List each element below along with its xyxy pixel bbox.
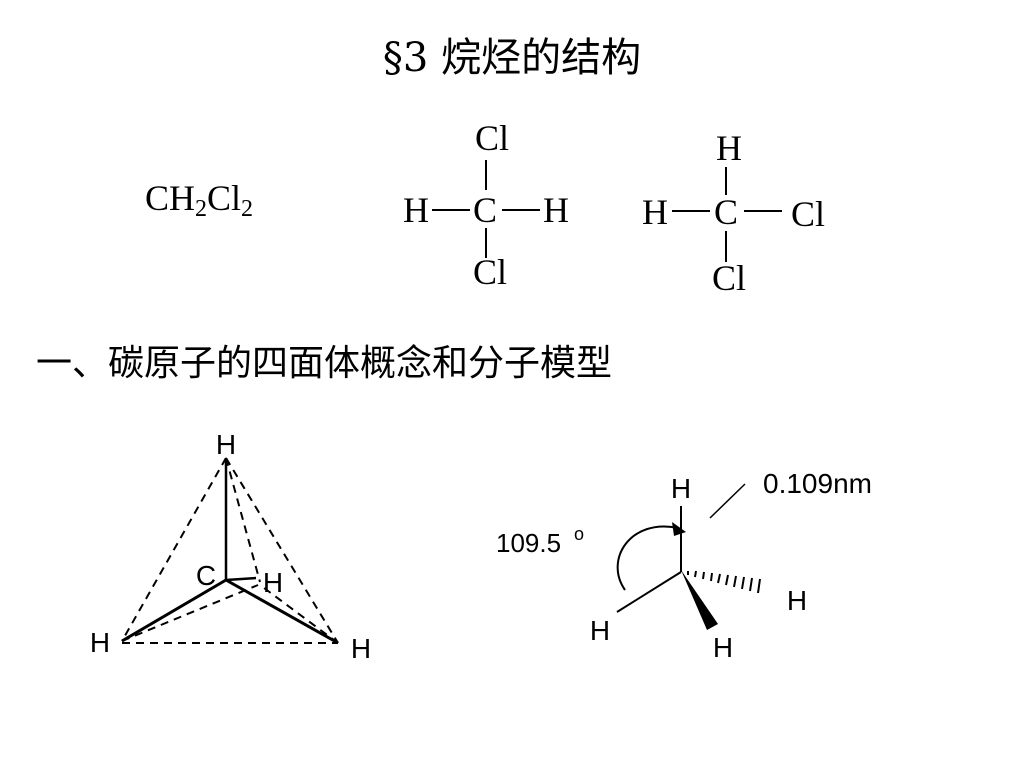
tetra-center-c: C	[196, 560, 216, 591]
tetra-top-h: H	[216, 429, 236, 460]
tetra-bond-back	[225, 576, 257, 582]
tetra-left-h: H	[90, 627, 110, 658]
wedge-hashed-h: H	[787, 585, 807, 616]
tetra-right-h: H	[351, 633, 371, 664]
tetra-edge-top-left	[121, 457, 227, 642]
tetra-edge-right-back	[259, 584, 339, 644]
bond-length-pointer	[709, 483, 746, 519]
wedge-top-h: H	[671, 473, 691, 504]
struct-b-bottom-cl: Cl	[712, 258, 746, 298]
tetra-bond-right	[225, 578, 339, 645]
molecular-formula: CH2Cl2	[145, 176, 253, 231]
formula-ch: CH	[145, 178, 196, 218]
page-title: §3 烷烃的结构	[382, 35, 642, 81]
wedge-bond-hashed	[687, 570, 761, 594]
wedge-bond-left	[616, 571, 682, 613]
tetra-bond-left	[121, 578, 227, 643]
structural-formula-b: H H C Cl Cl	[642, 128, 825, 298]
bond-angle-arc	[616, 525, 679, 591]
struct-b-center-c: C	[714, 192, 738, 232]
tetra-back-h: H	[263, 567, 283, 598]
wedge-model: 0.109nm 109.5 o H H H H	[496, 468, 872, 663]
tetra-edge-top-right	[225, 457, 339, 644]
bond-angle-value: 109.5	[496, 528, 561, 558]
struct-a-right-h: H	[543, 190, 569, 230]
tetra-edge-left-back	[121, 584, 259, 642]
structural-formula-a: Cl H C H Cl	[403, 118, 569, 292]
struct-b-right-cl: Cl	[791, 194, 825, 234]
struct-a-top-cl: Cl	[475, 118, 509, 158]
formula-sub-h: 2	[195, 196, 208, 222]
wedge-left-h: H	[590, 615, 610, 646]
section-heading: 一、碳原子的四面体概念和分子模型	[36, 343, 613, 384]
wedge-bond-solid	[681, 570, 718, 630]
formula-sub-cl: 2	[241, 196, 254, 222]
formula-cl: Cl	[207, 178, 242, 218]
struct-a-bottom-cl: Cl	[473, 252, 507, 292]
struct-a-left-h: H	[403, 190, 429, 230]
bond-angle-arrowhead	[672, 522, 686, 536]
bond-length-label: 0.109nm	[763, 468, 872, 499]
wedge-solid-h: H	[713, 632, 733, 663]
struct-b-left-h: H	[642, 192, 668, 232]
tetra-edge-top-back	[225, 457, 261, 583]
bond-angle-degree: o	[574, 524, 584, 544]
struct-a-center-c: C	[473, 190, 497, 230]
struct-b-top-h: H	[716, 128, 742, 168]
tetrahedron-model: H C H H H	[90, 429, 371, 664]
